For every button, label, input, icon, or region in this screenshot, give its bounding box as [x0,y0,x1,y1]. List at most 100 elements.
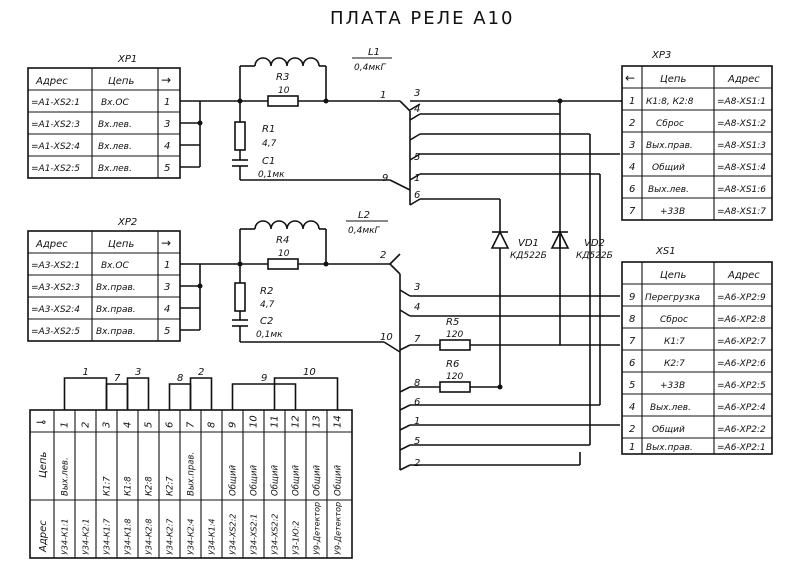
input-filter-right: R4 10 R2 4,7 C2 0,1мк L2 0,4мкГ [180,210,390,343]
xp1-pin-1: 1 [164,97,170,108]
r3-value: 10 [278,86,290,96]
relay-chain-cell: Общий [313,465,323,496]
vd2-ref: VD2 [584,238,605,249]
xp1-pin-3: 3 [164,119,170,130]
connector-xp2: XP2 Адрес Цепь → =А3-XS2:1 =А3-XS2:3 =А3… [27,217,181,342]
r1-ref: R1 [262,124,275,135]
connector-xp3: XP3 ← Цепь Адрес 1 2 3 4 6 7 К1:8, К2:8 … [621,50,773,221]
connector-xs1: XS1 Цепь Адрес 9 8 7 6 5 4 2 1 Перегрузк… [621,246,773,455]
xs1-chain-7: К1:7 [664,337,685,347]
xp3-addr-6: =А8-XS1:6 [717,185,766,195]
xp1-addr-2: =А1-XS2:3 [31,120,80,130]
relay-addr-cell: У34-К2:7 [166,518,175,555]
xp1-chain-3: Вх.лев. [98,142,132,152]
l1-ref: L1 [368,47,380,58]
resistor-r2-symbol [234,282,246,312]
xs1-name: XS1 [655,246,676,257]
xs1-pin-2: 2 [629,424,635,435]
relay-chain-cell: Общий [271,465,281,496]
xp1-chain-1: Вх.ОС [101,98,129,108]
xp3-pin-2: 2 [629,118,635,129]
xp3-pin-1: 1 [629,96,635,107]
xs1-addr-5: =А6-XP2:5 [717,381,766,391]
relay-chain-cell: Вых.прав. [187,452,197,496]
xp1-arrow-icon: → [161,73,171,87]
jumper-label: 10 [303,367,316,378]
relay-terminal-block: 1Вых.лев.У34-К1:12У34-К2:13К1:7У34-К1:74… [29,367,353,559]
bus-label: 6 [414,190,420,201]
xp2-addr-2: =А3-XS2:3 [31,283,80,293]
r5-value: 120 [446,330,463,340]
relay-pin-number: 6 [165,422,176,428]
l2-ref: L2 [358,210,370,221]
bus-label: 8 [414,378,420,389]
xs1-pin-8: 8 [629,314,635,325]
xp3-pin-3: 3 [629,140,635,151]
bus-label: 5 [414,152,420,163]
vd2-value: КД522Б [576,251,613,261]
xp3-col-addr: Адрес [727,74,760,85]
relay-chain-cell: Общий [229,465,239,496]
xp1-col-addr: Адрес [35,76,68,87]
relay-pin-number: 9 [228,422,239,428]
xp3-chain-1: К1:8, К2:8 [646,97,694,107]
l2-value: 0,4мкГ [348,226,381,236]
xp3-name: XP3 [651,50,671,61]
xp3-addr-2: =А8-XS1:2 [717,119,766,129]
xp2-pin-3: 3 [164,282,170,293]
vd1-value: КД522Б [510,251,547,261]
bus-label: 4 [414,104,420,115]
bus-label: 6 [414,397,420,408]
r6-ref: R6 [446,359,459,370]
xp2-chain-2: Вх.прав. [96,283,136,293]
relay-pin-number: 2 [81,422,92,428]
xs1-chain-5: +33В [660,381,685,391]
xp3-col-chain: Цепь [660,74,686,85]
l1-value: 0,4мкГ [354,63,387,73]
relay-pin-number: 5 [144,422,155,428]
xs1-addr-1: =А6-XP2:1 [717,443,766,453]
xp3-pin-6: 6 [629,184,635,195]
r1-value: 4,7 [262,139,277,149]
jumper-wire [63,377,108,410]
xp3-chain-2: Сброс [656,119,684,129]
jumper-label: 3 [135,367,141,378]
resistor-r1-symbol [234,121,246,151]
jumper-wire [168,383,192,410]
xp3-chain-7: +33В [660,207,685,217]
xs1-pin-7: 7 [629,336,636,347]
xp3-addr-1: =А8-XS1:1 [717,97,766,107]
r2-value: 4,7 [260,300,275,310]
relay-addr-cell: У9-Детектор [334,502,343,555]
relay-addr-cell: У34-ХS2:1 [250,514,259,555]
xp2-addr-1: =А3-XS2:1 [31,261,80,271]
xp2-pin-4: 4 [164,304,170,315]
xs1-pin-9: 9 [629,292,635,303]
xp3-chain-3: Вых.прав. [646,141,693,151]
jumper-wire [105,383,129,410]
xp2-col-chain: Цепь [108,239,134,250]
jumper-label: 9 [261,373,267,384]
bus-label: 2 [380,250,386,261]
relay-chain-cell: Вых.лев. [61,457,71,496]
xp1-name: XP1 [117,54,137,65]
diode-vd1-symbol [490,230,510,249]
bus-label: 9 [382,173,388,184]
bus-label: 1 [414,416,420,427]
relay-pin-number: 12 [291,415,302,428]
xp3-pin-7: 7 [629,206,636,217]
xp2-arrow-icon: → [161,236,171,250]
xp3-chain-4: Общий [652,163,685,173]
xp2-addr-3: =А3-XS2:4 [31,305,80,315]
relay-addr-cell: У34-К1:7 [103,518,112,555]
jumper-label: 1 [83,367,89,378]
relay-addr-cell: У34-ХS2:2 [229,514,238,555]
xs1-col-addr: Адрес [727,270,760,281]
jumper-wire [273,377,339,410]
page-title: ПЛАТА РЕЛЕ А10 [330,8,515,29]
xp2-pin-1: 1 [164,260,170,271]
connector-xp1: XP1 Адрес Цепь → =А1-XS2:1 =А1-XS2:3 =А1… [27,54,181,179]
relay-chain-cell: Общий [250,465,260,496]
r4-value: 10 [278,249,290,259]
